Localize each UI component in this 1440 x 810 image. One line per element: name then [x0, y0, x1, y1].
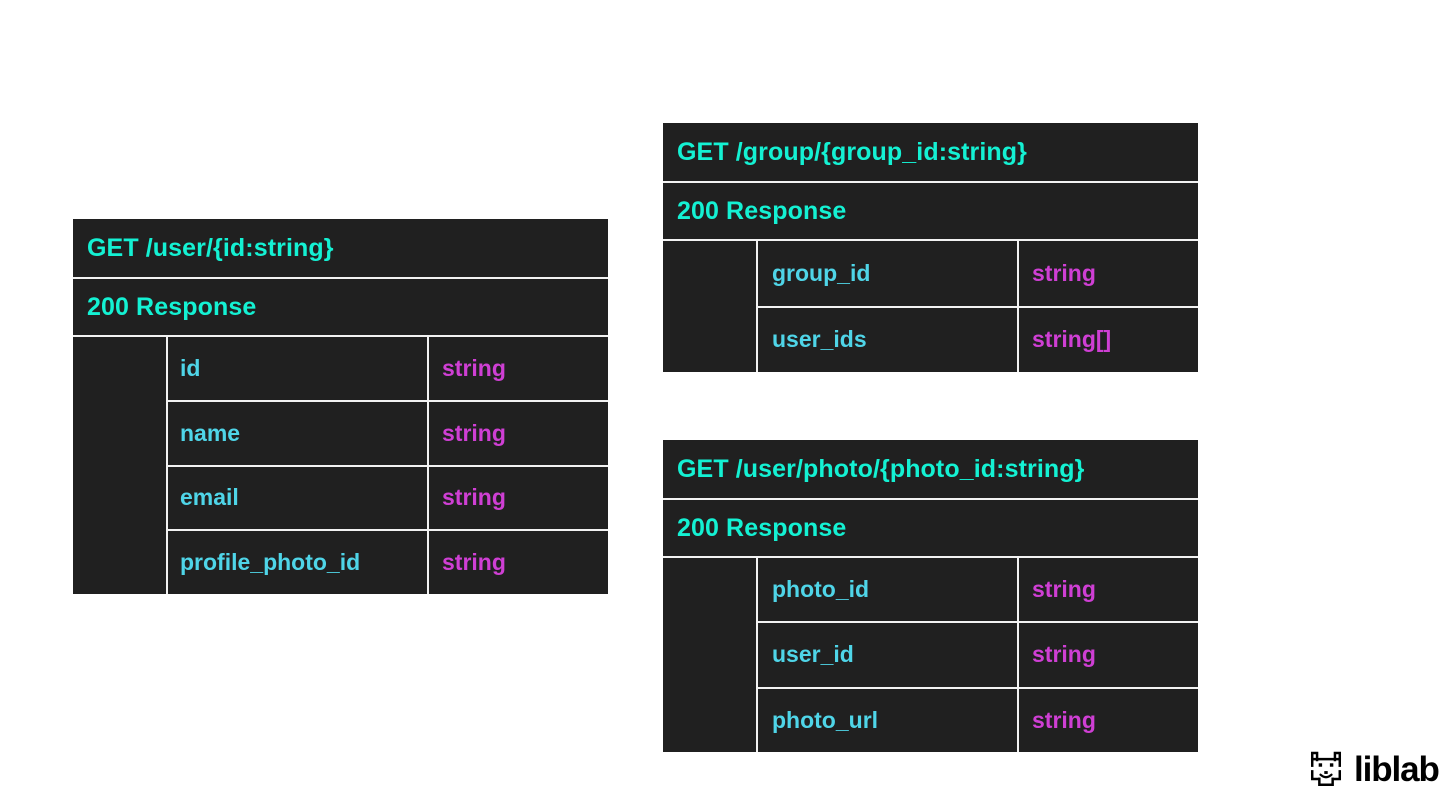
endpoint-method-path: GET /user/{id:string} — [87, 233, 334, 262]
field-type-cell: string — [1019, 558, 1198, 622]
table-row: name string — [168, 401, 608, 465]
endpoint-method-band: GET /user/{id:string} — [73, 219, 608, 277]
field-name-cell: user_ids — [758, 307, 1017, 372]
brand-wordmark: liblab — [1354, 749, 1440, 789]
field-name: id — [180, 354, 201, 381]
field-name: name — [180, 419, 241, 446]
field-name-cell: email — [168, 466, 427, 530]
schema-field-rows: photo_id string user_id string photo_url — [758, 558, 1198, 752]
field-name: user_ids — [772, 326, 867, 353]
table-row: id string — [168, 337, 608, 400]
field-name: photo_id — [772, 576, 870, 603]
llama-face-icon — [1310, 751, 1342, 787]
response-status-label: 200 Response — [677, 513, 847, 542]
field-type: string[] — [1032, 326, 1112, 353]
field-name-cell: user_id — [758, 623, 1017, 687]
field-name: email — [180, 484, 239, 511]
field-type: string — [442, 484, 506, 511]
field-type-cell: string — [429, 531, 608, 594]
table-row: user_ids string[] — [758, 307, 1198, 372]
endpoint-method-path: GET /user/photo/{photo_id:string} — [677, 454, 1085, 483]
schema-field-rows: id string name string email st — [168, 337, 608, 594]
field-name: profile_photo_id — [180, 549, 361, 576]
field-name-cell: photo_id — [758, 558, 1017, 622]
schema-body: photo_id string user_id string photo_url — [663, 558, 1198, 752]
field-name: user_id — [772, 641, 854, 668]
field-type: string — [1032, 259, 1096, 286]
table-row: email string — [168, 466, 608, 530]
table-row: photo_url string — [758, 688, 1198, 752]
field-type-cell: string — [1019, 623, 1198, 687]
schema-body: id string name string email st — [73, 337, 608, 594]
field-type: string — [1032, 576, 1096, 603]
endpoint-table-user: GET /user/{id:string} 200 Response id st… — [73, 219, 608, 594]
field-type: string — [442, 354, 506, 381]
field-type-cell: string[] — [1019, 307, 1198, 372]
response-status-band: 200 Response — [663, 500, 1198, 556]
table-row: user_id string — [758, 623, 1198, 687]
response-status-band: 200 Response — [663, 183, 1198, 239]
field-type-cell: string — [429, 466, 608, 530]
field-type-cell: string — [429, 401, 608, 465]
response-status-label: 200 Response — [87, 292, 257, 321]
endpoint-method-band: GET /group/{group_id:string} — [663, 123, 1198, 181]
endpoint-method-band: GET /user/photo/{photo_id:string} — [663, 440, 1198, 498]
field-name: photo_url — [772, 706, 879, 733]
field-type: string — [442, 419, 506, 446]
schema-gutter-column — [73, 337, 166, 594]
field-type-cell: string — [1019, 688, 1198, 752]
field-name: group_id — [772, 259, 871, 286]
field-type: string — [442, 549, 506, 576]
field-name-cell: id — [168, 337, 427, 400]
field-name-cell: photo_url — [758, 688, 1017, 752]
endpoint-method-path: GET /group/{group_id:string} — [677, 137, 1028, 166]
response-status-band: 200 Response — [73, 279, 608, 335]
table-row: profile_photo_id string — [168, 531, 608, 594]
brand-logo: liblab — [1307, 749, 1440, 789]
schema-gutter-column — [663, 558, 756, 752]
field-name-cell: group_id — [758, 241, 1017, 306]
field-type: string — [1032, 641, 1096, 668]
table-row: photo_id string — [758, 558, 1198, 622]
endpoint-table-user-photo: GET /user/photo/{photo_id:string} 200 Re… — [663, 440, 1198, 752]
endpoint-table-group: GET /group/{group_id:string} 200 Respons… — [663, 123, 1198, 372]
field-type-cell: string — [1019, 241, 1198, 306]
field-type-cell: string — [429, 337, 608, 400]
table-row: group_id string — [758, 241, 1198, 306]
schema-field-rows: group_id string user_ids string[] — [758, 241, 1198, 372]
field-type: string — [1032, 706, 1096, 733]
field-name-cell: name — [168, 401, 427, 465]
schema-gutter-column — [663, 241, 756, 372]
response-status-label: 200 Response — [677, 196, 847, 225]
schema-body: group_id string user_ids string[] — [663, 241, 1198, 372]
field-name-cell: profile_photo_id — [168, 531, 427, 594]
